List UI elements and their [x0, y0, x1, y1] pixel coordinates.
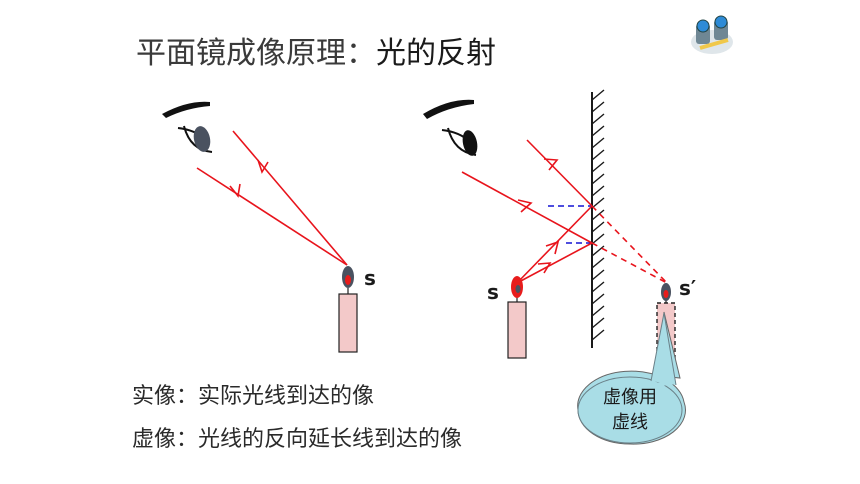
eye-icon [162, 101, 213, 153]
left-scene [162, 101, 358, 353]
incident-ray-2 [516, 242, 593, 284]
candle-left [338, 266, 358, 353]
title-main: 光的反射 [376, 36, 496, 71]
ray-left-2 [196, 167, 348, 266]
eye-icon [423, 99, 478, 156]
mirror [591, 89, 605, 348]
callout-bubble [577, 311, 686, 445]
source-label-right: s [487, 280, 499, 304]
title-prefix: 平面镜成像原理： [136, 36, 376, 71]
page-title: 平面镜成像原理：光的反射 [136, 28, 496, 72]
callout-line-1: 虚像用 [603, 387, 657, 408]
incident-ray-1 [516, 205, 593, 284]
image-label: s′ [679, 276, 697, 300]
callout-text: 虚像用 虚线 [578, 385, 682, 435]
virtual-ray-1 [591, 205, 668, 284]
reflected-ray-1 [526, 139, 593, 207]
source-label-left: s [364, 266, 376, 290]
callout-line-2: 虚线 [612, 412, 648, 433]
binoculars-icon [691, 15, 733, 54]
ray-left-1 [232, 130, 348, 266]
virtual-ray-2 [591, 242, 668, 284]
candle-right [507, 276, 527, 359]
virtual-image-definition: 虚像：光线的反向延长线到达的像 [132, 427, 463, 452]
right-scene [423, 89, 676, 359]
real-image-definition: 实像：实际光线到达的像 [132, 384, 375, 409]
